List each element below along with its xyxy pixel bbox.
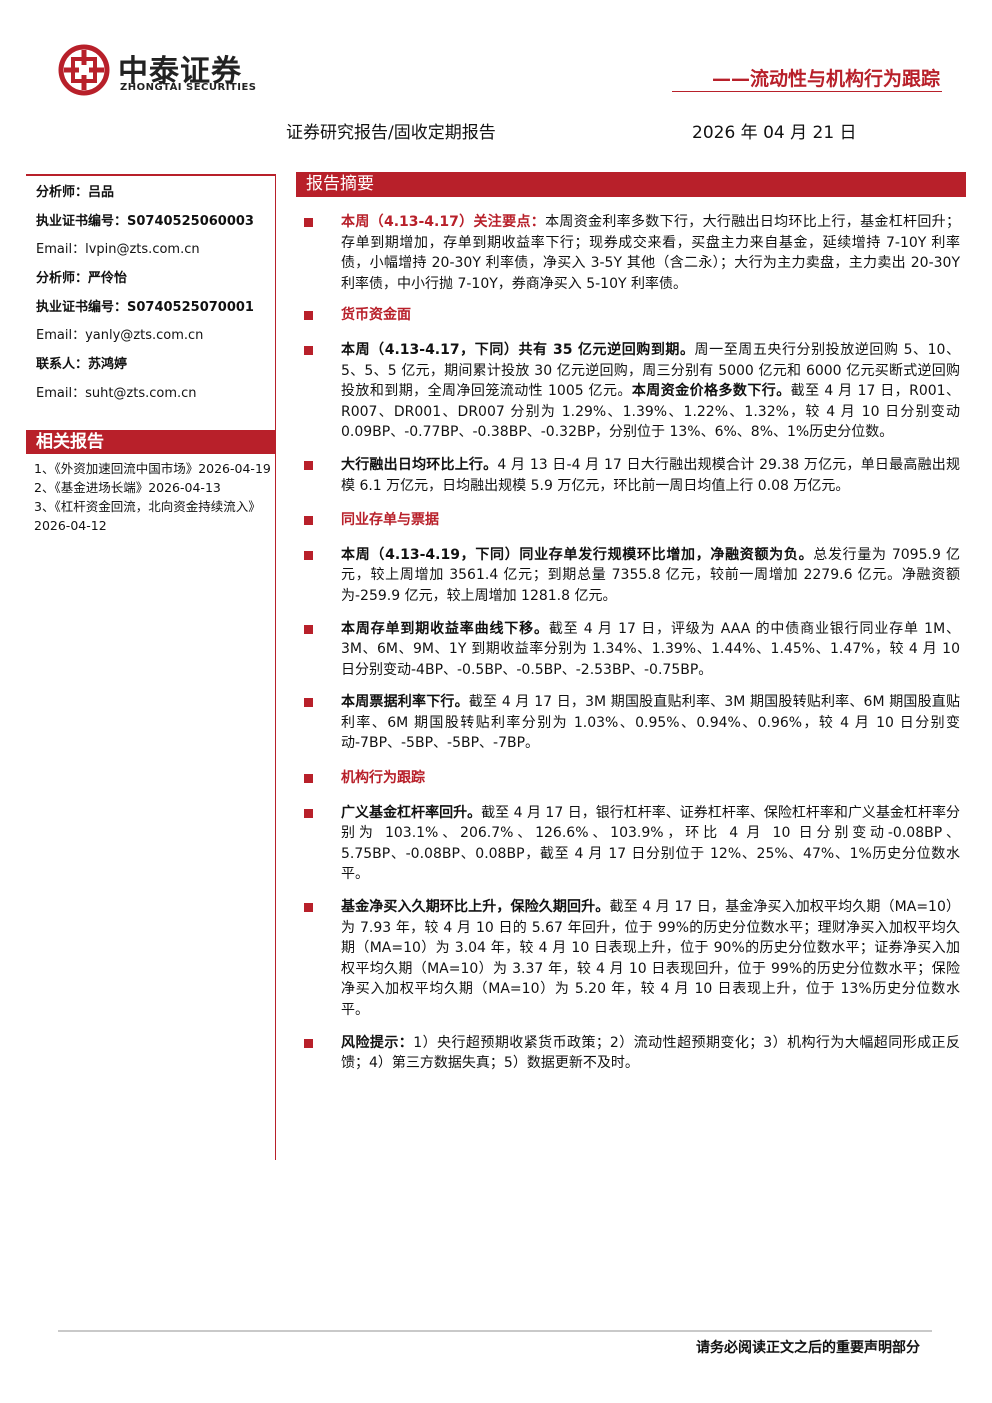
cd-paragraph-2: 本周存单到期收益率曲线下移。截至 4 月 17 日，评级为 AAA 的中债商业银… <box>304 619 960 681</box>
money-paragraph-2: 大行融出日均环比上行。4 月 13 日-4 月 17 日大行融出规模合计 29.… <box>304 455 960 496</box>
square-bullet-icon <box>304 311 313 321</box>
analyst-row: Email：suht@zts.com.cn <box>36 385 197 401</box>
institution-paragraph-1: 广义基金杠杆率回升。截至 4 月 17 日，银行杠杆率、证券杠杆率、保险杠杆率和… <box>304 803 960 885</box>
sidebar-top-rule <box>26 174 276 176</box>
cd-paragraph-1: 本周（4.13-4.19，下同）同业存单发行规模环比增加，净融资额为负。总发行量… <box>304 545 960 607</box>
risk-paragraph: 风险提示：1）央行超预期收紧货币政策；2）流动性超预期变化；3）机构行为大幅超同… <box>304 1033 960 1074</box>
analyst-row: 执业证书编号：S0740525060003 <box>36 213 254 229</box>
related-report-link[interactable]: 3、《杠杆资金回流，北向资金持续流入》2026-04-12 <box>34 499 261 533</box>
square-bullet-icon <box>304 218 313 227</box>
analyst-info: 分析师：吕品 执业证书编号：S0740525060003 Email：lvpin… <box>36 182 272 412</box>
square-bullet-icon <box>304 460 313 470</box>
footer-rule <box>58 1330 932 1332</box>
analyst-row: Email：yanly@zts.com.cn <box>36 328 204 344</box>
focus-paragraph: 本周（4.13-4.17）关注要点：本周资金利率多数下行，大行融出日均环比上行，… <box>304 212 960 294</box>
logo-chinese-name: 中泰证券 <box>118 54 242 89</box>
square-bullet-icon <box>304 808 313 818</box>
analyst-row: Email：lvpin@zts.com.cn <box>36 242 200 258</box>
money-paragraph-1: 本周（4.13-4.17，下同）共有 35 亿元逆回购到期。周一至周五央行分别投… <box>304 340 960 443</box>
series-underline <box>672 91 942 92</box>
related-reports-list: 1、《外资加速回流中国市场》2026-04-19 2、《基金进场长端》2026-… <box>34 459 274 535</box>
institution-paragraph-2: 基金净买入久期环比上升，保险久期回升。截至 4 月 17 日，基金净买入加权平均… <box>304 897 960 1021</box>
analyst-row: 联系人：苏鸿婷 <box>36 357 128 373</box>
square-bullet-icon <box>304 698 313 708</box>
summary-title: 报告摘要 <box>296 172 966 197</box>
section-heading-cd: 同业存单与票据 <box>304 510 960 531</box>
square-bullet-icon <box>304 345 313 355</box>
analyst-row: 分析师：吕品 <box>36 185 115 200</box>
zhongtai-logo-icon <box>58 44 110 96</box>
square-bullet-icon <box>304 903 313 913</box>
analyst-row: 执业证书编号：S0740525070001 <box>36 299 254 315</box>
footer-disclaimer: 请务必阅读正文之后的重要声明部分 <box>696 1340 920 1356</box>
email-link[interactable]: lvpin@zts.com.cn <box>85 242 200 258</box>
square-bullet-icon <box>304 516 313 526</box>
series-title: ——流动性与机构行为跟踪 <box>711 68 940 90</box>
email-link[interactable]: suht@zts.com.cn <box>85 385 197 401</box>
related-report-link[interactable]: 1、《外资加速回流中国市场》2026-04-19 <box>34 461 271 476</box>
email-link[interactable]: yanly@zts.com.cn <box>85 328 204 344</box>
analyst-row: 分析师：严伶怡 <box>36 271 128 287</box>
square-bullet-icon <box>304 1038 313 1048</box>
report-date: 2026 年 04 月 21 日 <box>692 123 857 143</box>
square-bullet-icon <box>304 624 313 634</box>
logo-english-name: ZHONGTAI SECURITIES <box>120 82 257 93</box>
section-heading-money: 货币资金面 <box>304 305 960 326</box>
summary-body: 本周（4.13-4.17）关注要点：本周资金利率多数下行，大行融出日均环比上行，… <box>304 212 960 1074</box>
company-logo: 中泰证券 ZHONGTAI SECURITIES <box>58 44 298 100</box>
related-reports-title: 相关报告 <box>26 430 275 454</box>
section-heading-institutions: 机构行为跟踪 <box>304 768 960 789</box>
related-report-link[interactable]: 2、《基金进场长端》2026-04-13 <box>34 480 221 495</box>
square-bullet-icon <box>304 774 313 784</box>
report-type: 证券研究报告/固收定期报告 <box>286 123 496 143</box>
column-divider <box>275 174 276 1160</box>
square-bullet-icon <box>304 550 313 560</box>
cd-paragraph-3: 本周票据利率下行。截至 4 月 17 日，3M 期国股直贴利率、3M 期国股转贴… <box>304 692 960 754</box>
